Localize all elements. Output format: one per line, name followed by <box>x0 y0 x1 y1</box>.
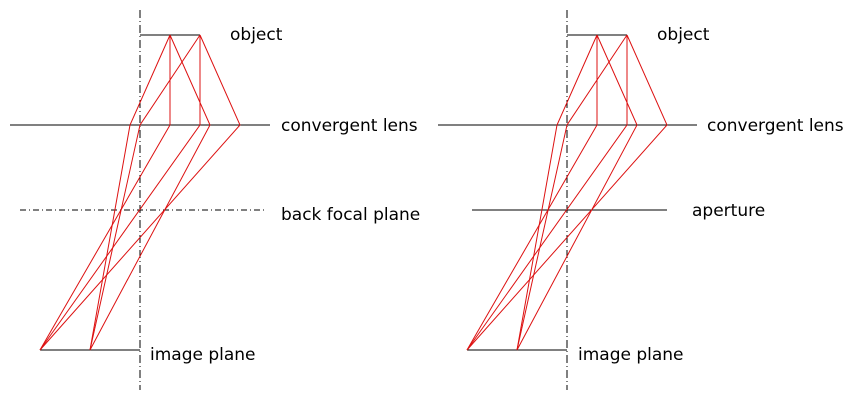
left-ray <box>39 35 201 351</box>
right-lens-label: convergent lens <box>707 116 844 136</box>
left-back-focal-plane-label: back focal plane <box>281 205 420 225</box>
right-diagram: object convergent lens aperture image pl… <box>438 10 844 390</box>
left-ray <box>39 35 171 351</box>
right-aperture-label: aperture <box>692 201 765 221</box>
right-image-plane-label: image plane <box>578 345 684 365</box>
left-lens-label: convergent lens <box>281 116 418 136</box>
right-ray <box>516 34 598 351</box>
right-object-label: object <box>657 25 710 45</box>
right-ray <box>466 35 598 351</box>
right-ray <box>466 35 628 351</box>
left-ray <box>89 34 211 351</box>
right-ray <box>516 34 628 351</box>
left-ray <box>89 34 171 351</box>
left-object-label: object <box>230 25 283 45</box>
left-ray <box>89 34 201 351</box>
right-ray <box>516 34 638 351</box>
left-image-plane-label: image plane <box>150 345 256 365</box>
left-diagram: object convergent lens back focal plane … <box>10 10 420 390</box>
